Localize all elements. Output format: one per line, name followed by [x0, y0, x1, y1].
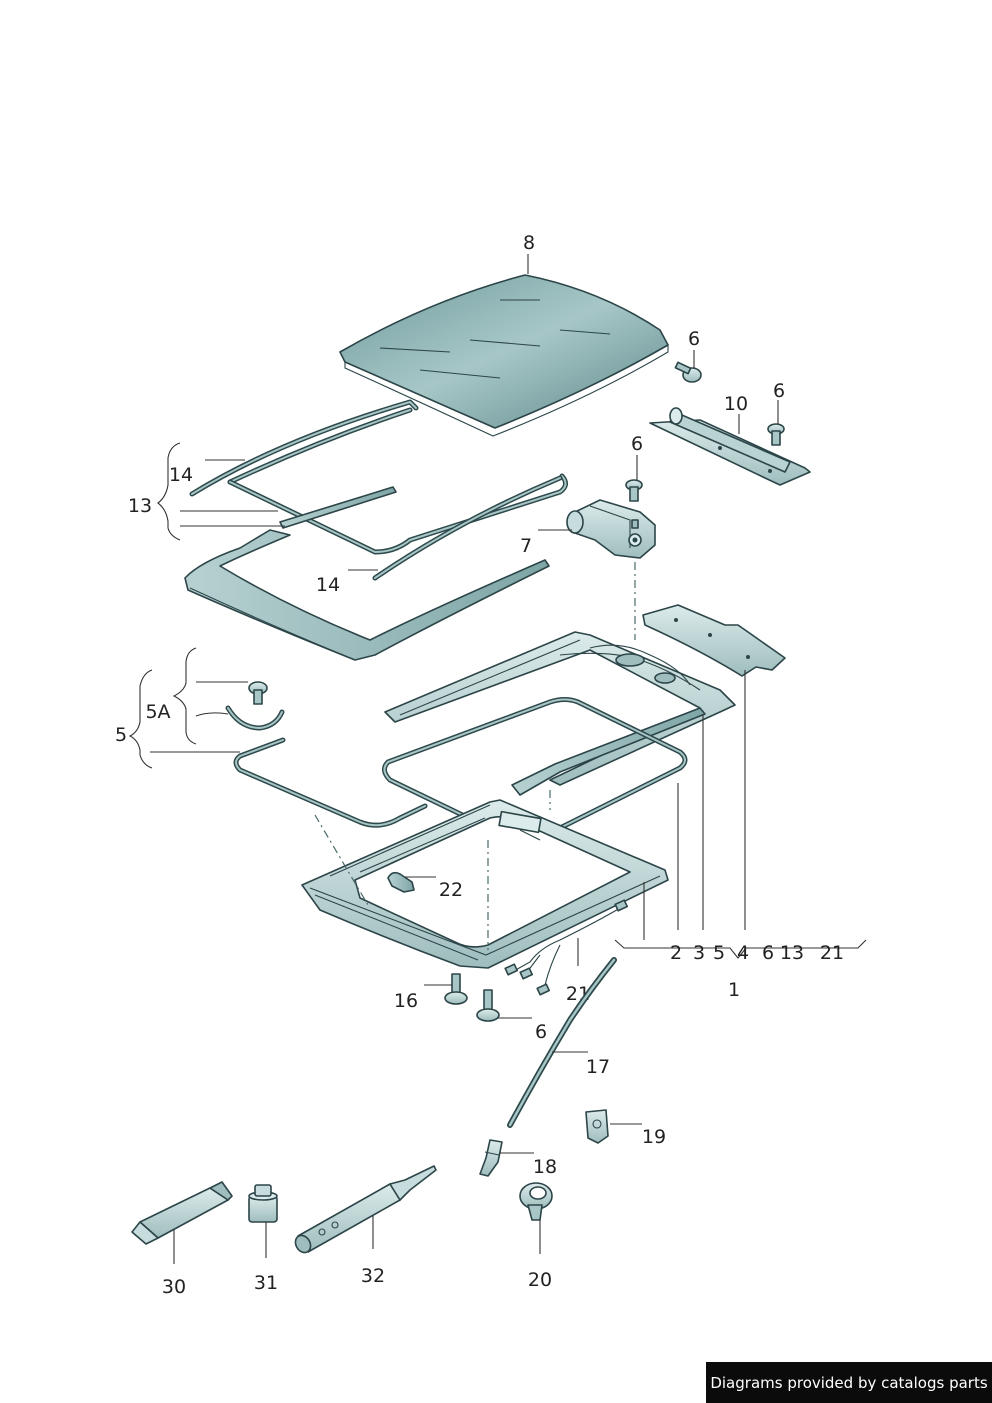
callout-5: 5 — [115, 724, 127, 746]
rear-cover-plate — [642, 604, 786, 677]
callout-6: 6 — [688, 328, 700, 350]
callout-16: 16 — [394, 990, 418, 1012]
callout-6: 6 — [773, 380, 785, 402]
clip — [225, 705, 285, 731]
hose-connector — [479, 1139, 503, 1177]
glass-roof-panel — [339, 274, 669, 437]
rear-guide-bracket — [649, 407, 811, 486]
sealant-cartridge — [294, 1165, 437, 1254]
callout-13: 13 — [128, 495, 152, 517]
group-item: 4 — [737, 942, 749, 964]
clip — [387, 871, 415, 893]
callout-1: 1 — [728, 979, 740, 1001]
callout-31: 31 — [254, 1272, 278, 1294]
group-item: 3 — [693, 942, 705, 964]
screw — [767, 423, 785, 446]
callout-6: 6 — [535, 1021, 547, 1043]
seal-strip — [189, 399, 419, 497]
seal-frame — [227, 473, 568, 581]
screw — [248, 681, 268, 705]
group-item: 13 — [780, 942, 804, 964]
callout-7: 7 — [520, 535, 532, 557]
callout-14: 14 — [169, 464, 193, 486]
wiring-harness — [504, 899, 629, 996]
bracket — [614, 939, 867, 959]
bracket — [157, 442, 181, 541]
drain-seal — [233, 737, 428, 828]
sunroof-frame — [301, 799, 669, 969]
drain-valve — [519, 1182, 553, 1221]
callout-20: 20 — [528, 1269, 552, 1291]
bolt — [444, 973, 468, 1005]
footer-credit-text: Diagrams provided by catalogs parts — [710, 1373, 988, 1392]
bracket — [172, 647, 197, 745]
adhesive-pot — [248, 1184, 278, 1223]
sunshade-panel — [184, 529, 550, 661]
leader-line — [195, 712, 229, 717]
callout-19: 19 — [642, 1126, 666, 1148]
group-item: 21 — [820, 942, 844, 964]
group-item: 6 — [762, 942, 774, 964]
callout-8: 8 — [523, 232, 535, 254]
screw — [674, 361, 702, 383]
group-item: 5 — [713, 942, 725, 964]
callout-10: 10 — [724, 393, 748, 415]
grommet — [585, 1109, 609, 1144]
drain-hose — [507, 957, 617, 1128]
callout-14: 14 — [316, 574, 340, 596]
callout-32: 32 — [361, 1265, 385, 1287]
wind-deflector-strip — [279, 486, 397, 529]
callout-22: 22 — [439, 879, 463, 901]
callout-5a: 5A — [145, 701, 170, 723]
frame-seal — [382, 697, 688, 845]
group-row: 2 3 5 4 6 13 21 — [670, 942, 844, 964]
screw — [625, 479, 643, 502]
callout-30: 30 — [162, 1276, 186, 1298]
group-item: 2 — [670, 942, 682, 964]
guide-rail-assembly — [384, 631, 736, 796]
bracket — [128, 669, 153, 769]
callout-18: 18 — [533, 1156, 557, 1178]
bolt — [476, 989, 500, 1022]
grease-tube — [131, 1181, 233, 1245]
callout-17: 17 — [586, 1056, 610, 1078]
footer-credit-banner: Diagrams provided by catalogs parts — [706, 1362, 992, 1403]
callout-6: 6 — [631, 433, 643, 455]
sunroof-drive-motor — [566, 499, 656, 559]
